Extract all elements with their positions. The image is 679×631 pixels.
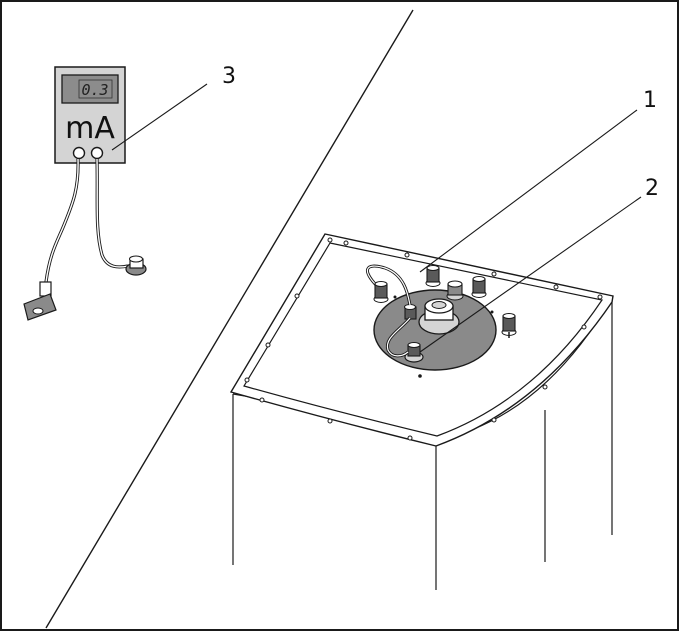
terminal-post-5-icon	[501, 313, 517, 338]
probe-ring-terminal-icon	[125, 255, 147, 276]
ammeter: 0.3 mA	[23, 66, 147, 321]
appliance	[229, 233, 614, 590]
terminal-post-4-icon	[471, 276, 487, 298]
callout-1: 1	[419, 88, 657, 273]
probe-clip-icon	[23, 281, 57, 321]
leader-line-2	[419, 196, 642, 353]
ammeter-terminal-left	[72, 146, 86, 160]
ammeter-unit-label: mA	[65, 111, 115, 146]
electrode-cable-inner	[386, 317, 411, 357]
ionisation-electrode-icon	[404, 342, 424, 363]
callout-number-2: 2	[645, 176, 659, 201]
terminal-post-2-icon	[425, 265, 441, 287]
callout-number-1: 1	[643, 88, 657, 113]
flange-marker-dot-left	[393, 295, 397, 299]
perspective-divider-line	[45, 9, 414, 629]
leader-line-1	[419, 109, 638, 273]
rim-screws	[244, 237, 603, 441]
flange-electrode-icon	[404, 304, 417, 320]
callout-3: 3	[111, 64, 236, 151]
flange-marker-dot-right	[490, 310, 494, 314]
flange-marker-dot	[418, 374, 422, 378]
probe-cable-right-inner	[96, 158, 129, 268]
display-segment-frame	[78, 79, 113, 99]
ammeter-reading: 0.3	[81, 81, 108, 99]
callout-2: 2	[419, 176, 659, 353]
leader-line-3	[111, 83, 208, 151]
connection-cable-inner	[367, 265, 411, 306]
central-nut-icon	[418, 298, 460, 335]
terminal-post-1-icon	[373, 281, 389, 303]
callout-number-3: 3	[222, 64, 236, 89]
terminal-post-3-icon	[446, 280, 464, 301]
probe-cable-left-inner	[45, 158, 79, 283]
ammeter-terminal-right	[90, 146, 104, 160]
